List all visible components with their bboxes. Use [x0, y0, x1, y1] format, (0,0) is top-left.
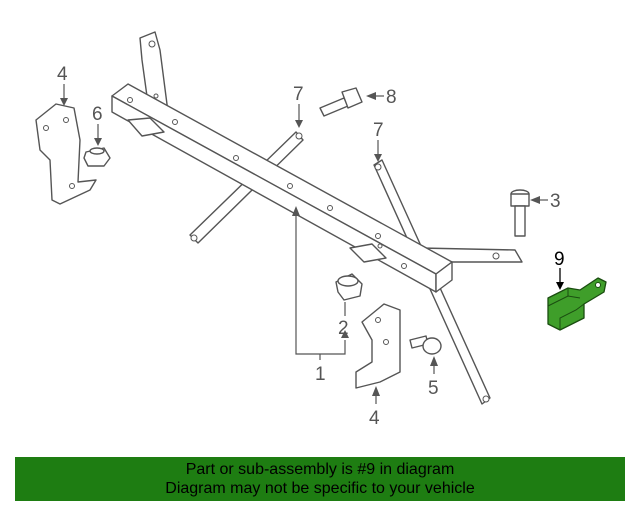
callout-9: 9	[554, 249, 565, 270]
part-6-nut[interactable]	[83, 147, 111, 167]
part-4-upper-bracket[interactable]	[35, 103, 97, 205]
part-5-clip[interactable]	[409, 335, 442, 355]
info-banner: Part or sub-assembly is #9 in diagram Di…	[15, 457, 625, 501]
callout-6: 6	[92, 104, 103, 125]
part-4-lower-bracket[interactable]	[355, 303, 401, 389]
callout-5: 5	[428, 378, 439, 399]
callout-leaders	[60, 84, 564, 404]
part-2-plug[interactable]	[335, 273, 363, 301]
callout-7-right: 7	[373, 120, 384, 141]
callout-7-left: 7	[293, 84, 304, 105]
callout-8: 8	[386, 87, 397, 108]
part-1-crossmember[interactable]	[111, 31, 453, 293]
callout-4-top: 4	[57, 64, 68, 85]
callout-1: 1	[315, 364, 326, 385]
banner-line-1: Part or sub-assembly is #9 in diagram	[185, 461, 455, 478]
part-3-bolt[interactable]	[510, 189, 530, 237]
banner-line-2: Diagram may not be specific to your vehi…	[165, 480, 475, 497]
callout-3: 3	[550, 191, 561, 212]
part-8-bolt[interactable]	[319, 87, 363, 117]
callout-2: 2	[338, 318, 349, 339]
part-9-highlighted[interactable]	[547, 277, 607, 331]
parts-diagram: 1 2 3 4 4 5 6 7 7 8 9	[35, 31, 607, 429]
callout-4-bottom: 4	[369, 408, 380, 429]
